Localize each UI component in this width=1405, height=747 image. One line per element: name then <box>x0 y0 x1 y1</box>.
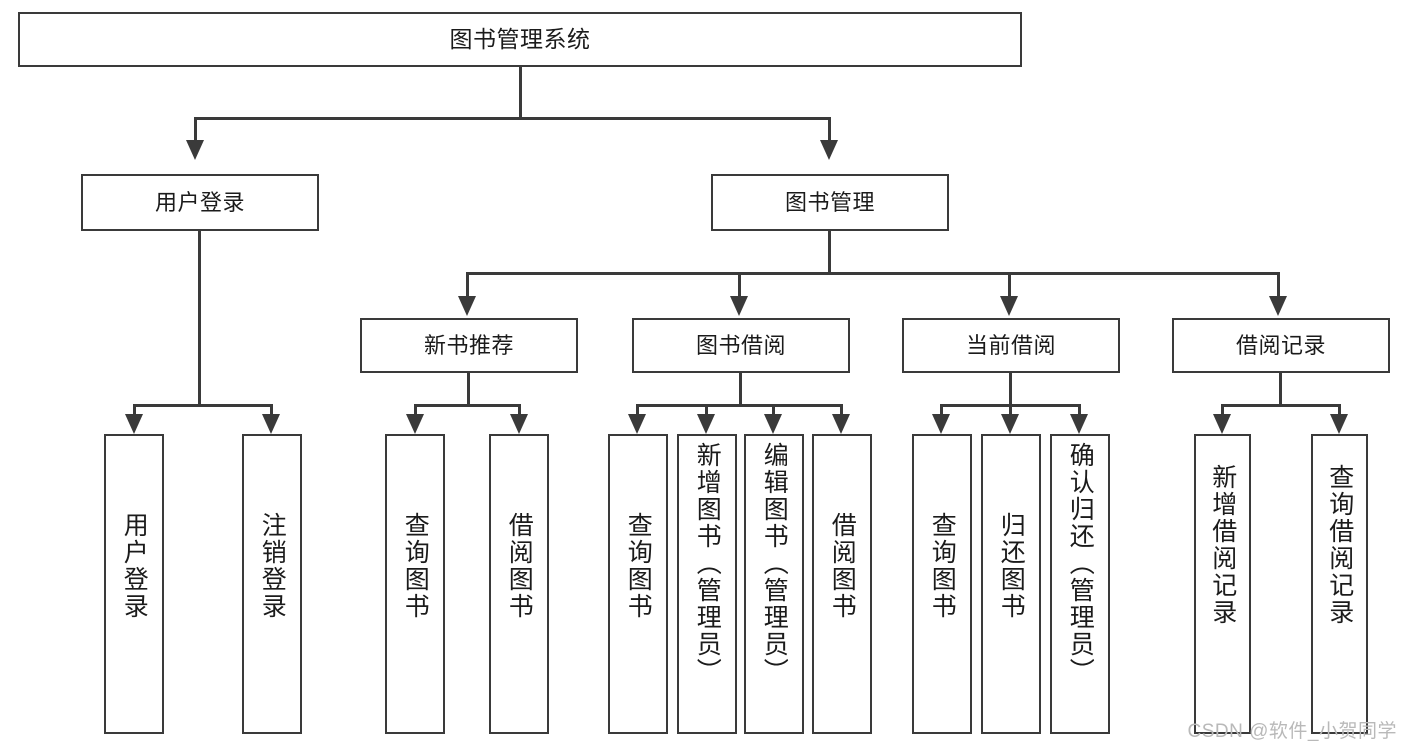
connector-bb-bus <box>636 404 843 407</box>
node-label: 新增图书（管理员） <box>693 442 722 685</box>
connector-nbr-bus <box>414 404 520 407</box>
node-borrow-record[interactable]: 借阅记录 <box>1172 318 1390 373</box>
arrowhead-leaf-borrow-book-2 <box>832 414 850 434</box>
arrowhead-leaf-edit-book <box>764 414 782 434</box>
node-label: 借阅记录 <box>1235 332 1326 358</box>
arrowhead-to-book-manage <box>820 140 838 160</box>
node-book-manage[interactable]: 图书管理 <box>711 174 949 231</box>
node-leaf-add-book[interactable]: 新增图书（管理员） <box>677 434 737 734</box>
connector-to-book-borrow <box>738 272 741 302</box>
node-label: 编辑图书（管理员） <box>760 442 789 685</box>
node-label: 当前借阅 <box>965 332 1056 358</box>
node-label: 图书借阅 <box>695 332 786 358</box>
node-leaf-return-book[interactable]: 归还图书 <box>981 434 1041 734</box>
connector-cb-stem <box>1009 373 1012 406</box>
node-label: 用户登录 <box>120 512 149 620</box>
node-book-borrow[interactable]: 图书借阅 <box>632 318 850 373</box>
node-leaf-query-book-1[interactable]: 查询图书 <box>385 434 445 734</box>
node-leaf-user-login[interactable]: 用户登录 <box>104 434 164 734</box>
csdn-watermark: CSDN @软件_小贺同学 <box>1187 721 1397 742</box>
node-label: 归还图书 <box>997 512 1026 620</box>
arrowhead-leaf-query-record <box>1330 414 1348 434</box>
arrowhead-leaf-logout-login <box>262 414 280 434</box>
connector-br-bus <box>1221 404 1340 407</box>
node-leaf-confirm-return[interactable]: 确认归还（管理员） <box>1050 434 1110 734</box>
node-leaf-query-record[interactable]: 查询借阅记录 <box>1311 434 1368 734</box>
node-label: 查询图书 <box>928 512 957 620</box>
node-label: 查询图书 <box>401 512 430 620</box>
node-leaf-query-book-2[interactable]: 查询图书 <box>608 434 668 734</box>
node-label: 图书管理 <box>784 189 875 215</box>
connector-to-borrow-record <box>1277 272 1280 302</box>
node-leaf-borrow-book-1[interactable]: 借阅图书 <box>489 434 549 734</box>
connector-user-login-bus <box>133 404 272 407</box>
node-label: 注销登录 <box>258 512 287 620</box>
node-leaf-add-record[interactable]: 新增借阅记录 <box>1194 434 1251 734</box>
node-label: 借阅图书 <box>828 512 857 620</box>
connector-to-new-book-recommend <box>466 272 469 302</box>
node-label: 查询借阅记录 <box>1325 464 1354 626</box>
arrowhead-leaf-borrow-book-1 <box>510 414 528 434</box>
connector-br-stem <box>1279 373 1282 406</box>
node-label: 借阅图书 <box>505 512 534 620</box>
connector-nbr-stem <box>467 373 470 406</box>
arrowhead-leaf-query-book-2 <box>628 414 646 434</box>
node-label: 查询图书 <box>624 512 653 620</box>
arrowhead-leaf-confirm-return <box>1070 414 1088 434</box>
node-leaf-edit-book[interactable]: 编辑图书（管理员） <box>744 434 804 734</box>
node-leaf-borrow-book-2[interactable]: 借阅图书 <box>812 434 872 734</box>
connector-root-stem <box>519 67 522 117</box>
arrowhead-to-borrow-record <box>1269 296 1287 316</box>
arrowhead-to-book-borrow <box>730 296 748 316</box>
arrowhead-to-new-book-recommend <box>458 296 476 316</box>
node-label: 新书推荐 <box>423 332 514 358</box>
arrowhead-leaf-query-book-3 <box>932 414 950 434</box>
connector-level2-bus <box>196 117 830 120</box>
connector-bb-stem <box>739 373 742 406</box>
node-leaf-logout-login[interactable]: 注销登录 <box>242 434 302 734</box>
connector-level3-bus <box>466 272 1280 275</box>
node-new-book-recommend[interactable]: 新书推荐 <box>360 318 578 373</box>
arrowhead-to-current-borrow <box>1000 296 1018 316</box>
arrowhead-leaf-user-login <box>125 414 143 434</box>
node-label: 确认归还（管理员） <box>1066 442 1095 685</box>
connector-to-user-login <box>194 117 197 142</box>
arrowhead-leaf-add-book <box>697 414 715 434</box>
arrowhead-leaf-add-record <box>1213 414 1231 434</box>
node-label: 用户登录 <box>154 189 245 215</box>
connector-to-current-borrow <box>1008 272 1011 302</box>
node-user-login[interactable]: 用户登录 <box>81 174 319 231</box>
node-current-borrow[interactable]: 当前借阅 <box>902 318 1120 373</box>
node-leaf-query-book-3[interactable]: 查询图书 <box>912 434 972 734</box>
connector-book-manage-stem <box>828 231 831 274</box>
node-root-system[interactable]: 图书管理系统 <box>18 12 1022 67</box>
connector-to-book-manage <box>828 117 831 142</box>
node-label: 图书管理系统 <box>449 26 591 52</box>
node-label: 新增借阅记录 <box>1208 464 1237 626</box>
arrowhead-leaf-query-book-1 <box>406 414 424 434</box>
connector-user-login-stem <box>198 231 201 406</box>
arrowhead-to-user-login <box>186 140 204 160</box>
arrowhead-leaf-return-book <box>1001 414 1019 434</box>
